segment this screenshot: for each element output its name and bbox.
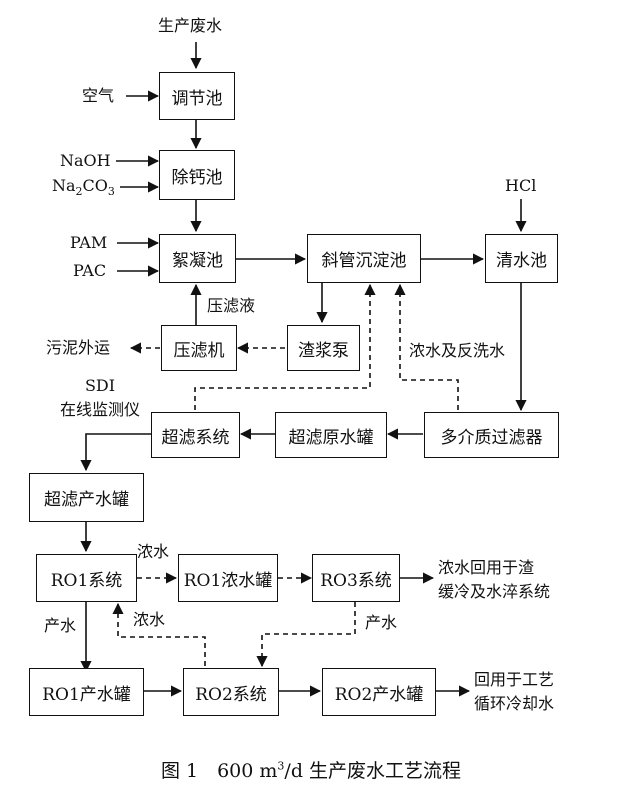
na2co3-input-label: Na2CO3	[52, 176, 115, 199]
ro3-output-label: 浓水回用于渣缓冷及水淬系统	[438, 558, 551, 601]
edge-label-product-ro1: 产水	[44, 616, 77, 635]
ro2-output-label: 回用于工艺循环冷却水	[474, 670, 555, 713]
hcl-input-label: HCl	[505, 176, 537, 195]
edge-label-product-ro3: 产水	[365, 613, 398, 632]
node-ro1-product-tank: RO1产水罐	[29, 668, 144, 716]
edge-label-concentrate-ro2: 浓水	[133, 610, 166, 629]
edge-label-filtrate: 压滤液	[207, 296, 256, 315]
node-ro2-system: RO2系统	[183, 668, 279, 716]
air-input-label: 空气	[82, 86, 115, 105]
node-ro1-concentrate-tank: RO1浓水罐	[178, 554, 278, 602]
node-uf-feed-tank: 超滤原水罐	[275, 412, 387, 458]
wastewater-input-label: 生产废水	[158, 16, 223, 35]
node-flocculation-tank: 絮凝池	[159, 234, 236, 283]
dashed-ro2-to-ro1	[112, 602, 206, 666]
pac-input-label: PAC	[73, 261, 107, 280]
node-uf-product-tank: 超滤产水罐	[29, 473, 144, 522]
node-ro2-product-tank: RO2产水罐	[322, 668, 436, 716]
node-clear-water-tank: 清水池	[485, 234, 558, 283]
node-ro3-system: RO3系统	[312, 554, 400, 602]
dashed-ro3-to-ro2	[256, 602, 356, 668]
figure-caption: 图 1 600 m3/d 生产废水工艺流程	[160, 759, 462, 782]
naoh-input-label: NaOH	[60, 151, 111, 170]
pam-input-label: PAM	[70, 233, 108, 252]
node-inclined-settler: 斜管沉淀池	[307, 234, 421, 283]
dashed-uf-to-settler	[194, 283, 376, 410]
node-multimedia-filter: 多介质过滤器	[424, 412, 559, 458]
edge-label-concentrate-ro1: 浓水	[137, 542, 170, 561]
node-ro1-system: RO1系统	[36, 554, 137, 602]
node-slurry-pump: 渣浆泵	[287, 325, 360, 371]
node-regulating-tank: 调节池	[159, 72, 235, 120]
node-ultrafiltration-system: 超滤系统	[151, 412, 240, 458]
node-decalcification-tank: 除钙池	[159, 150, 235, 200]
node-filter-press: 压滤机	[161, 325, 237, 371]
edge-label-sludge-out: 污泥外运	[46, 338, 111, 357]
dashed-mmf-to-settler	[394, 283, 459, 410]
edge-label-concentrate-backwash: 浓水及反洗水	[409, 341, 506, 360]
arrow-uf-to-ufproduct	[80, 433, 151, 472]
